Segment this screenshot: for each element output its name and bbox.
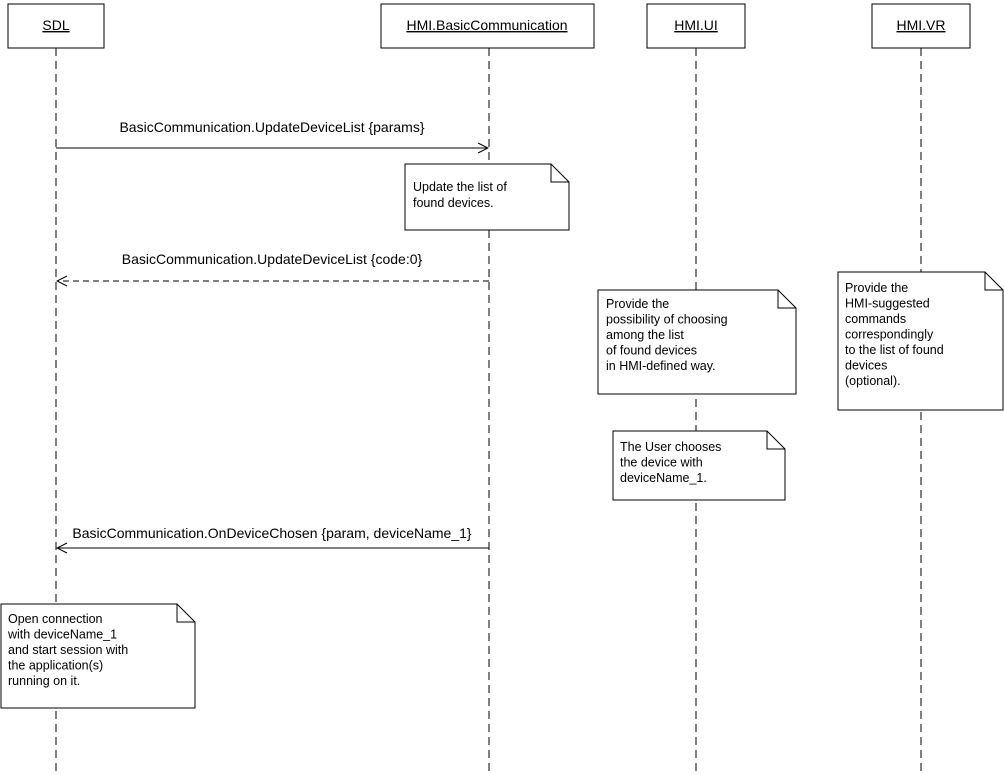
- lifeline-sdl-head: [7, 3, 105, 49]
- lifeline-vr-label: HMI.VR: [897, 17, 946, 33]
- lifeline-hmi-vr: HMI.VR: [871, 3, 971, 775]
- note-vr-commands-line: devices: [845, 359, 887, 373]
- note-ui-choose-box: [597, 289, 797, 395]
- note-ui-choose: Provide the possibility of choosing amon…: [597, 289, 797, 395]
- message-on-device-chosen: BasicCommunication.OnDeviceChosen {param…: [57, 525, 489, 548]
- note-vr-commands-line: correspondingly: [845, 328, 934, 342]
- note-ui-choose-line: among the list: [606, 328, 684, 342]
- note-open-connection-box: [0, 603, 196, 709]
- note-ui-choose-fold: [777, 290, 796, 309]
- message-update-device-list-response-label: BasicCommunication.UpdateDeviceList {cod…: [122, 251, 423, 267]
- note-open-connection-line: running on it.: [8, 674, 80, 688]
- note-vr-commands-box: [837, 271, 1004, 411]
- note-ui-choose-line: possibility of choosing: [606, 313, 728, 327]
- note-open-connection-line: the application(s): [8, 659, 103, 673]
- note-user-chooses-line: deviceName_1.: [620, 471, 707, 485]
- svg-text:Provide the HMI-suggeste: Provide the HMI-suggested commands corre…: [845, 281, 947, 388]
- note-vr-commands-line: commands: [845, 312, 906, 326]
- note-vr-commands-line: to the list of found: [845, 343, 944, 357]
- note-vr-commands-fold: [984, 272, 1003, 291]
- note-update-list-line: found devices.: [413, 196, 494, 210]
- note-ui-choose-line: Provide the: [606, 297, 669, 311]
- lifeline-hmi-basic-communication: HMI.BasicCommunication: [380, 3, 595, 775]
- message-update-device-list-request-label: BasicCommunication.UpdateDeviceList {par…: [119, 119, 424, 135]
- lifeline-bc-label: HMI.BasicCommunication: [406, 17, 567, 33]
- note-update-list-box: [404, 163, 570, 231]
- message-update-device-list-request: BasicCommunication.UpdateDeviceList {par…: [56, 119, 488, 148]
- lifeline-vr-head: [871, 3, 971, 49]
- svg-text:Provide the possibility: Provide the possibility of choosing amon…: [606, 297, 731, 373]
- svg-text:The User chooses the dev: The User chooses the device with deviceN…: [620, 440, 725, 485]
- note-open-connection-line: Open connection: [8, 612, 103, 626]
- lifeline-hmi-ui: HMI.UI: [646, 3, 746, 775]
- note-vr-commands-line: Provide the: [845, 281, 908, 295]
- note-user-chooses-line: the device with: [620, 456, 703, 470]
- note-open-connection-line: and start session with: [8, 643, 128, 657]
- lifeline-ui-label: HMI.UI: [674, 17, 718, 33]
- note-update-list-fold: [550, 164, 569, 183]
- note-open-connection: Open connection with deviceName_1 and st…: [0, 603, 196, 709]
- message-on-device-chosen-label: BasicCommunication.OnDeviceChosen {param…: [72, 525, 472, 541]
- note-ui-choose-line: in HMI-defined way.: [606, 359, 716, 373]
- note-user-chooses: The User chooses the device with deviceN…: [612, 430, 786, 501]
- lifeline-ui-head: [646, 3, 746, 49]
- note-update-list: Update the list of found devices.: [404, 163, 570, 231]
- note-open-connection-line: with deviceName_1: [7, 628, 117, 642]
- lifeline-sdl-label: SDL: [42, 17, 69, 33]
- note-open-connection-fold: [176, 604, 195, 623]
- message-update-device-list-response: BasicCommunication.UpdateDeviceList {cod…: [57, 251, 489, 281]
- note-update-list-line: Update the list of: [413, 180, 507, 194]
- note-user-chooses-line: The User chooses: [620, 440, 721, 454]
- svg-text:Update the list of found: Update the list of found devices.: [413, 180, 510, 210]
- note-vr-commands: Provide the HMI-suggested commands corre…: [837, 271, 1004, 411]
- svg-text:Open connection with dev: Open connection with deviceName_1 and st…: [7, 612, 132, 688]
- note-vr-commands-line: (optional).: [845, 374, 901, 388]
- note-vr-commands-line: HMI-suggested: [845, 297, 930, 311]
- lifeline-bc-head: [380, 3, 595, 49]
- note-ui-choose-line: of found devices: [606, 344, 697, 358]
- note-user-chooses-fold: [766, 431, 785, 450]
- note-user-chooses-box: [612, 430, 786, 501]
